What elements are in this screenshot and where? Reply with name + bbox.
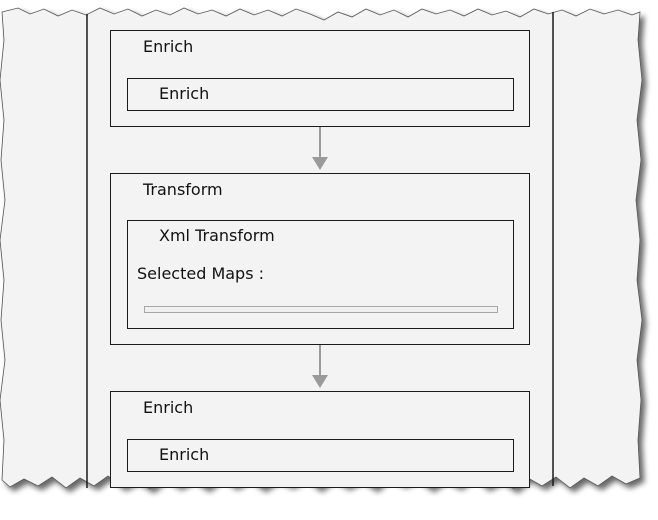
arrow-down-icon xyxy=(312,127,328,170)
stage-transform[interactable]: Transform Xml Transform Selected Maps : xyxy=(110,173,530,345)
component-label: Enrich xyxy=(159,84,210,103)
stage-title: Enrich xyxy=(143,398,194,417)
stage-enrich-1[interactable]: Enrich Enrich xyxy=(110,30,530,127)
stage-enrich-2[interactable]: Enrich Enrich xyxy=(110,391,530,488)
stage-title: Transform xyxy=(143,180,223,199)
selected-maps-label: Selected Maps : xyxy=(137,264,265,283)
arrow-down-icon xyxy=(312,345,328,388)
stage-title: Enrich xyxy=(143,37,194,56)
component-enrich[interactable]: Enrich xyxy=(127,78,514,111)
component-label: Enrich xyxy=(159,445,210,464)
selected-maps-list[interactable] xyxy=(144,306,498,313)
component-xml-transform[interactable]: Xml Transform Selected Maps : xyxy=(127,220,514,329)
component-label: Xml Transform xyxy=(159,226,275,245)
component-enrich[interactable]: Enrich xyxy=(127,439,514,472)
